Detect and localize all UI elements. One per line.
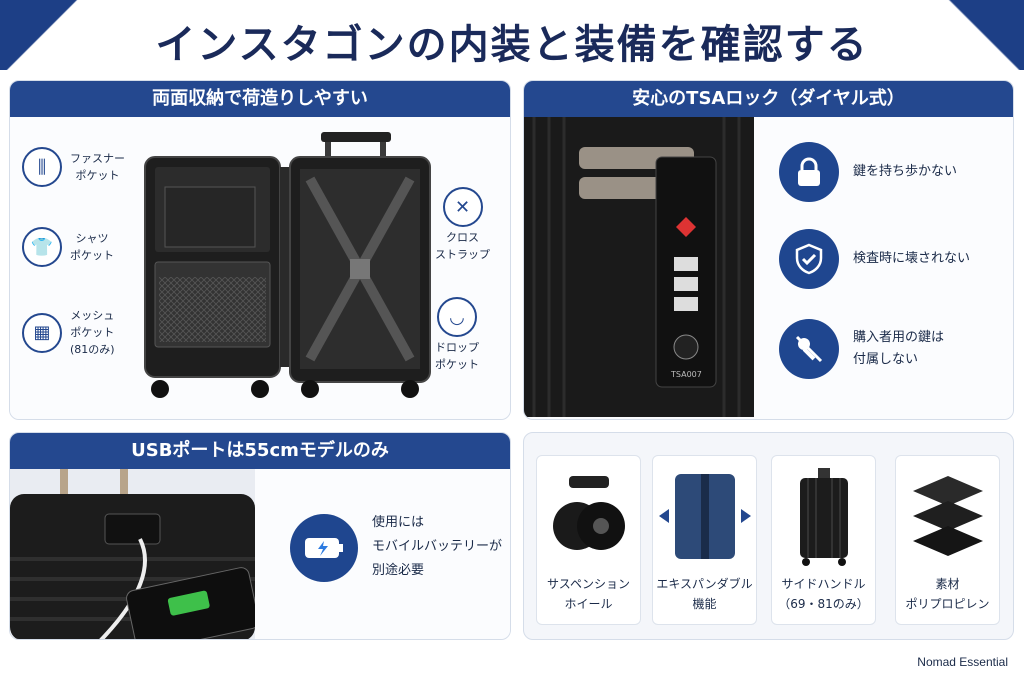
wheel-icon xyxy=(537,462,640,570)
feature-label: サイドハンドル （69・81のみ） xyxy=(778,577,869,611)
feature-card-material: 素材 ポリプロピレン xyxy=(895,455,1000,625)
usb-note: 使用には モバイルバッテリーが 別途必要 xyxy=(372,515,503,578)
storage-panel: 両面収納で荷造りしやすい ⫼ フ xyxy=(9,80,511,420)
callout-label: ドロップ ポケット xyxy=(435,341,479,371)
open-suitcase-image xyxy=(144,132,431,398)
cross-strap-icon: ✕ xyxy=(442,187,483,227)
callout-zipper-pocket: ⫼ ファスナー ポケット xyxy=(22,147,125,187)
callout-drop-pocket: ◡ ドロップ ポケット xyxy=(435,297,479,373)
callout-shirt-pocket: 👕 シャツ ポケット xyxy=(22,227,114,267)
callout-label: シャツ ポケット xyxy=(70,232,114,262)
storage-panel-body: ⫼ ファスナー ポケット 👕 シャツ ポケット ▦ メッシュ ポケット (81の… xyxy=(10,117,510,419)
feature-card-expandable: エキスパンダブル 機能 xyxy=(652,455,757,625)
usb-panel-body: 使用には モバイルバッテリーが 別途必要 xyxy=(10,469,510,639)
battery-icon xyxy=(290,514,358,582)
feature-label: サスペンション ホイール xyxy=(547,577,630,611)
mesh-icon: ▦ xyxy=(22,312,62,353)
callout-cross-strap: ✕ クロス ストラップ xyxy=(435,187,490,263)
tsa-feature-no-key: 鍵を持ち歩かない xyxy=(779,142,957,202)
zipper-icon: ⫼ xyxy=(22,147,62,187)
no-key-icon xyxy=(779,319,839,379)
lock-icon xyxy=(779,142,839,202)
material-icon xyxy=(896,462,999,570)
storage-panel-header: 両面収納で荷造りしやすい xyxy=(10,81,510,117)
corner-decoration-left xyxy=(0,0,120,70)
side-handle-icon xyxy=(772,462,875,570)
callout-label: ファスナー ポケット xyxy=(70,152,125,182)
tsa-feature-label: 鍵を持ち歩かない xyxy=(853,164,958,179)
usb-port-panel: USBポートは55cmモデルのみ 使用には モバイルバッテリーが 別途必要 xyxy=(9,432,511,640)
callout-label: メッシュ ポケット (81のみ) xyxy=(70,309,115,356)
callout-mesh-pocket: ▦ メッシュ ポケット (81のみ) xyxy=(22,307,115,358)
feature-card-suspension-wheel: サスペンション ホイール xyxy=(536,455,641,625)
shirt-icon: 👕 xyxy=(22,227,62,267)
page-title: インスタゴンの内装と装備を確認する xyxy=(155,22,869,68)
tsa-feature-not-broken: 検査時に壊されない xyxy=(779,229,970,289)
drop-pocket-icon: ◡ xyxy=(437,297,477,337)
tsa-panel-header: 安心のTSAロック（ダイヤル式） xyxy=(524,81,1013,117)
usb-panel-header: USBポートは55cmモデルのみ xyxy=(10,433,510,469)
tsa-lock-image: TSA007 xyxy=(524,117,754,417)
tsa-feature-label: 検査時に壊されない xyxy=(853,251,971,266)
tsa-feature-key-not-included: 購入者用の鍵は 付属しない xyxy=(779,319,944,379)
feature-label: 素材 ポリプロピレン xyxy=(905,577,990,611)
callout-label: クロス ストラップ xyxy=(435,231,490,261)
tsa-lock-panel: 安心のTSAロック（ダイヤル式） TSA007 鍵を持ち歩かない xyxy=(523,80,1014,420)
tsa-feature-label: 購入者用の鍵は 付属しない xyxy=(853,330,945,367)
feature-label: エキスパンダブル 機能 xyxy=(656,577,753,611)
shield-check-icon xyxy=(779,229,839,289)
lock-code-label: TSA007 xyxy=(670,370,702,379)
tsa-panel-body: TSA007 鍵を持ち歩かない 検査時に壊されない 購入者用の鍵は 付属しない xyxy=(524,117,1013,419)
usb-charging-image xyxy=(10,469,255,639)
feature-card-side-handle: サイドハンドル （69・81のみ） xyxy=(771,455,876,625)
corner-decoration-right xyxy=(864,0,1024,70)
brand-name: Nomad Essential xyxy=(917,655,1008,669)
battery-icon-wrapper xyxy=(290,514,358,582)
features-panel: サスペンション ホイール エキスパンダブル 機能 サイドハンドル （69・81の… xyxy=(523,432,1014,640)
expandable-icon xyxy=(653,462,756,570)
